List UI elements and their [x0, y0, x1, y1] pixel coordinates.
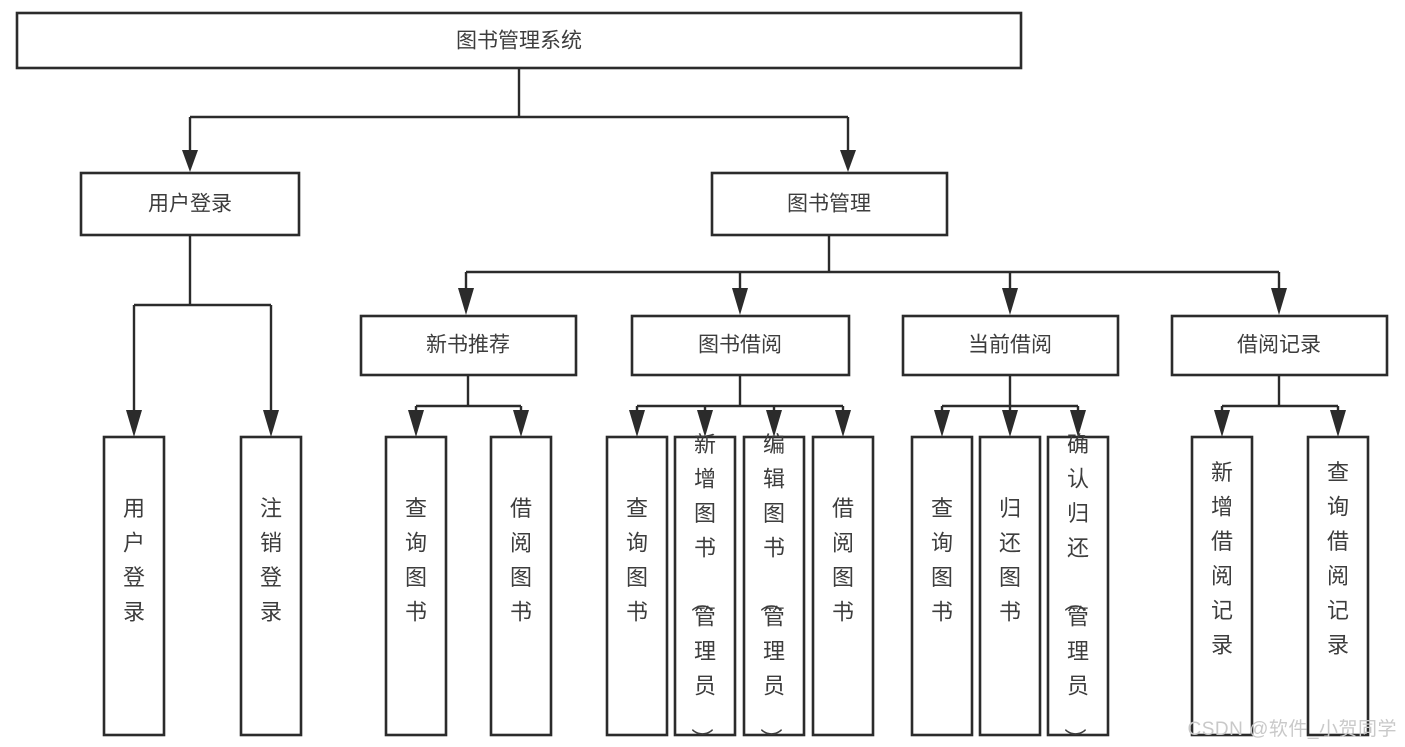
arrow-head-icon: [732, 288, 748, 315]
connector-root-to-level1: [182, 68, 856, 172]
leaf-box[interactable]: [605, 435, 669, 737]
leaf-box[interactable]: [910, 435, 974, 737]
arrow-head-icon: [934, 410, 950, 437]
leaf-label: 借阅图书: [832, 496, 854, 625]
arrow-head-icon: [1330, 410, 1346, 437]
node-borrow-records-box[interactable]: [1170, 314, 1389, 377]
leaf-label: 确认归还（管理员）: [1062, 432, 1089, 747]
arrow-head-icon: [1271, 288, 1287, 315]
leaf-label: 借阅图书: [510, 496, 532, 625]
node-new-book-recommend[interactable]: 新书推荐: [359, 314, 578, 377]
leaf-box[interactable]: [811, 435, 875, 737]
node-book-management-label: 图书管理: [787, 193, 871, 216]
leaf-node[interactable]: 确认归还（管理员）: [1046, 432, 1110, 747]
leaf-label: 查询图书: [405, 496, 427, 625]
leaf-box[interactable]: [1306, 435, 1370, 737]
leaf-box[interactable]: [102, 435, 166, 737]
leaf-node[interactable]: 查询图书: [384, 435, 448, 737]
leaf-node[interactable]: 新增图书（管理员）: [673, 432, 737, 747]
arrow-head-icon: [126, 410, 142, 437]
arrow-head-icon: [697, 410, 713, 437]
leaf-node[interactable]: 查询借阅记录: [1306, 435, 1370, 737]
arrow-head-icon: [458, 288, 474, 315]
node-user-login-box[interactable]: [79, 171, 301, 237]
node-root[interactable]: 图书管理系统: [15, 11, 1023, 70]
leaf-label: 查询借阅记录: [1327, 460, 1349, 658]
leaf-box[interactable]: [742, 435, 806, 737]
leaf-node[interactable]: 新增借阅记录: [1190, 435, 1254, 737]
leaf-node[interactable]: 借阅图书: [811, 435, 875, 737]
connector-bookmgmt-to-level2: [458, 235, 1287, 315]
leaf-label: 查询图书: [626, 496, 648, 625]
node-book-borrow-label: 图书借阅: [698, 334, 782, 357]
leaf-label: 新增借阅记录: [1211, 460, 1233, 658]
node-current-borrow-label: 当前借阅: [968, 334, 1052, 357]
leaf-box[interactable]: [978, 435, 1042, 737]
leaf-node[interactable]: 归还图书: [978, 435, 1042, 737]
arrow-head-icon: [513, 410, 529, 437]
node-user-login[interactable]: 用户登录: [79, 171, 301, 237]
leaf-node[interactable]: 用户登录: [102, 435, 166, 737]
connector-newbook-to-leaves: [408, 375, 529, 437]
arrow-head-icon: [1002, 288, 1018, 315]
arrow-head-icon: [840, 150, 856, 172]
node-user-login-label: 用户登录: [148, 193, 232, 216]
leaf-box[interactable]: [384, 435, 448, 737]
node-root-box[interactable]: [15, 11, 1023, 70]
leaf-box[interactable]: [1046, 435, 1110, 737]
connector-userlogin-to-leaves: [126, 235, 279, 437]
leaf-box[interactable]: [673, 435, 737, 737]
leaf-node[interactable]: 查询图书: [910, 435, 974, 737]
leaf-label: 用户登录: [123, 496, 145, 625]
csdn-watermark: CSDN @软件_小贺同学: [1187, 719, 1397, 740]
node-borrow-records[interactable]: 借阅记录: [1170, 314, 1389, 377]
connector-borrow-to-leaves: [629, 375, 851, 437]
leaf-node[interactable]: 编辑图书（管理员）: [742, 432, 806, 747]
node-book-management[interactable]: 图书管理: [710, 171, 949, 237]
arrow-head-icon: [1002, 410, 1018, 437]
leaf-label: 查询图书: [931, 496, 953, 625]
node-root-label: 图书管理系统: [456, 30, 582, 53]
arrow-head-icon: [1214, 410, 1230, 437]
node-new-book-recommend-box[interactable]: [359, 314, 578, 377]
leaf-label: 新增图书（管理员）: [689, 432, 716, 747]
leaf-box[interactable]: [239, 435, 303, 737]
node-book-borrow[interactable]: 图书借阅: [630, 314, 851, 377]
leaf-node[interactable]: 注销登录: [239, 435, 303, 737]
leaf-label: 编辑图书（管理员）: [758, 432, 785, 747]
connector-records-to-leaves: [1214, 375, 1346, 437]
node-borrow-records-label: 借阅记录: [1237, 334, 1321, 357]
leaf-node[interactable]: 借阅图书: [489, 435, 553, 737]
arrow-head-icon: [263, 410, 279, 437]
arrow-head-icon: [766, 410, 782, 437]
leaf-node[interactable]: 查询图书: [605, 435, 669, 737]
arrow-head-icon: [1070, 410, 1086, 437]
arrow-head-icon: [629, 410, 645, 437]
arrow-head-icon: [182, 150, 198, 172]
node-book-management-box[interactable]: [710, 171, 949, 237]
arrow-head-icon: [835, 410, 851, 437]
leaf-box[interactable]: [1190, 435, 1254, 737]
leaf-box[interactable]: [489, 435, 553, 737]
leaf-label: 注销登录: [260, 496, 282, 625]
node-current-borrow-box[interactable]: [901, 314, 1120, 377]
node-book-borrow-box[interactable]: [630, 314, 851, 377]
leaf-label: 归还图书: [999, 496, 1021, 625]
node-current-borrow[interactable]: 当前借阅: [901, 314, 1120, 377]
arrow-head-icon: [408, 410, 424, 437]
connector-current-to-leaves: [934, 375, 1086, 437]
node-new-book-recommend-label: 新书推荐: [426, 334, 510, 357]
